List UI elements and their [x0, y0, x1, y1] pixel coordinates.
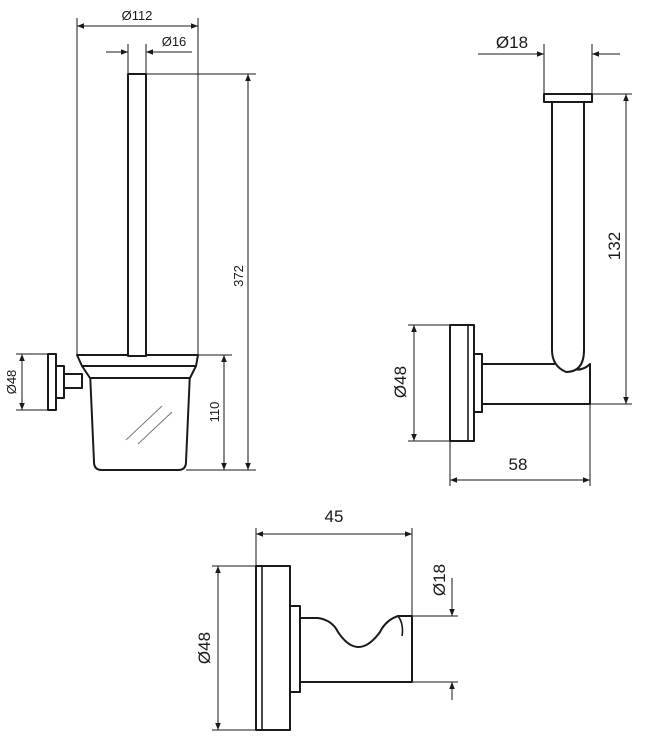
- brush-holder-wall-rose: [47, 353, 57, 411]
- brush-holder-rose-collar: [55, 365, 65, 399]
- robe-hook-drawing: 45 Ø48 Ø18: [195, 507, 458, 731]
- roll-holder-rod-cap: [543, 93, 593, 103]
- hook-body: [299, 615, 413, 683]
- label-cup-diameter: Ø112: [122, 8, 153, 23]
- hook-wall-rose: [255, 565, 291, 731]
- label-rod-diameter: Ø18: [496, 33, 528, 52]
- hook-rose-collar: [289, 605, 301, 693]
- glass-hatch-line: [137, 411, 173, 445]
- label-total-height: 372: [231, 265, 246, 287]
- label-brush-rose-diameter: Ø48: [4, 370, 19, 395]
- brush-holder-cup-ring: [81, 365, 197, 379]
- brush-holder-drawing: Ø112 Ø16 372 110 Ø48: [4, 8, 256, 471]
- brush-holder-arm: [63, 373, 83, 389]
- brush-holder-glass-cup: [89, 371, 191, 471]
- roll-holder-rod: [551, 101, 585, 373]
- label-hook-diameter: Ø18: [430, 564, 449, 596]
- label-hook-rose-diameter: Ø48: [195, 632, 214, 664]
- glass-hatch-line: [125, 405, 163, 441]
- roll-holder-rose-collar: [473, 353, 483, 413]
- spare-roll-holder-drawing: Ø18 132 Ø48 58: [391, 33, 632, 486]
- brush-holder-lid: [76, 354, 199, 367]
- label-roll-rose-diameter: Ø48: [391, 366, 410, 398]
- label-cup-height: 110: [207, 402, 222, 423]
- roll-holder-wall-rose: [449, 324, 475, 442]
- hook-tip-edge: [397, 615, 404, 637]
- brush-handle: [127, 73, 147, 357]
- label-handle-diameter: Ø16: [162, 34, 187, 49]
- label-hook-projection: 45: [325, 507, 344, 526]
- label-rod-height: 132: [605, 232, 624, 260]
- label-roll-projection: 58: [509, 455, 528, 474]
